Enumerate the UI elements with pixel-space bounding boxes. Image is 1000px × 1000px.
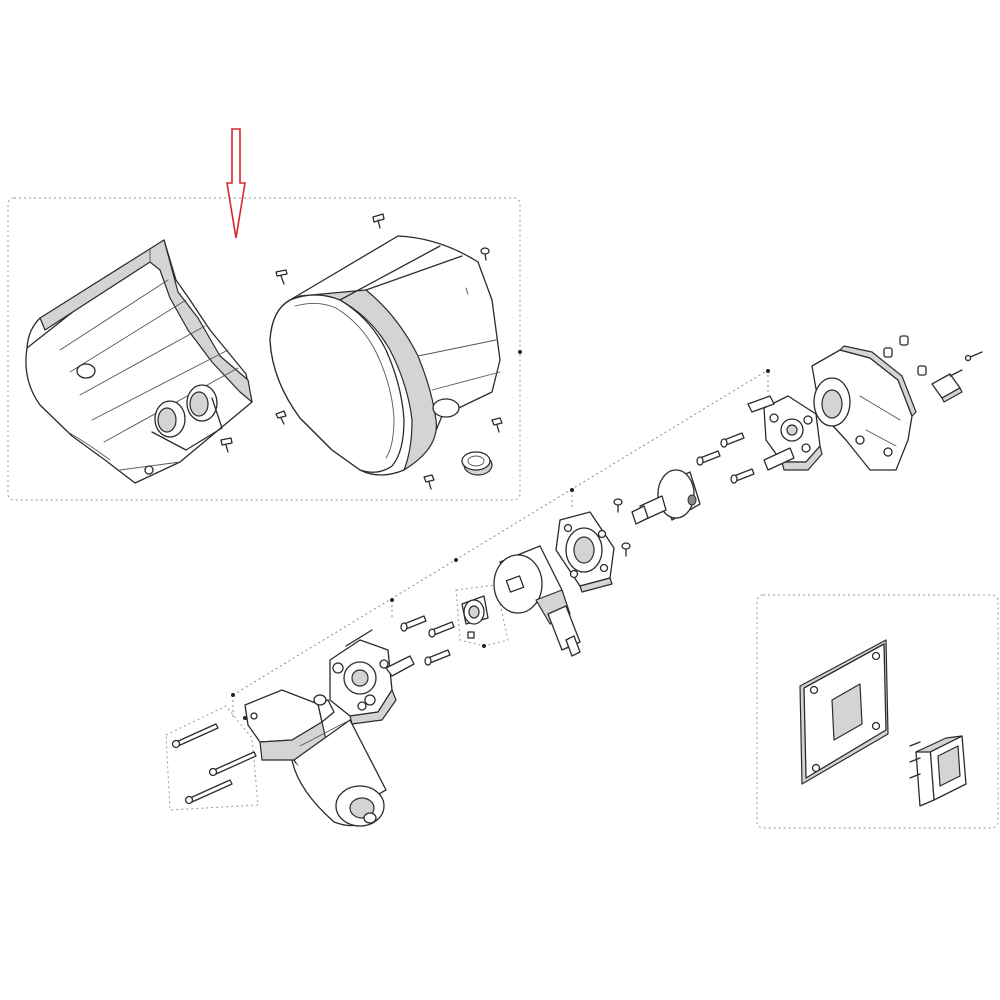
cover-screw-c bbox=[275, 269, 288, 285]
cover-screw-f bbox=[423, 474, 435, 490]
small-screws bbox=[400, 432, 755, 666]
sleeve-bushing bbox=[461, 595, 489, 639]
shaft-disc bbox=[631, 469, 701, 525]
bracket-plate bbox=[747, 395, 823, 471]
drive-motor bbox=[244, 689, 387, 827]
cover-screw-e bbox=[491, 417, 503, 433]
grommet bbox=[461, 451, 493, 476]
flange-ring bbox=[555, 511, 615, 593]
rod-screws-group-box bbox=[165, 705, 259, 811]
indicator-arrow bbox=[226, 128, 246, 239]
front-cover-housing bbox=[269, 235, 501, 476]
rocker-switch bbox=[909, 735, 967, 807]
set-screws bbox=[883, 335, 983, 376]
cover-screw-d bbox=[275, 410, 287, 425]
switch-mounting-plate bbox=[799, 639, 889, 785]
cover-screw-b bbox=[480, 247, 490, 261]
cover-group-box bbox=[7, 197, 521, 501]
cover-screw-a bbox=[372, 213, 385, 229]
coupling-drum bbox=[493, 545, 581, 657]
rear-cover-shell bbox=[25, 239, 253, 484]
rear-gear-housing bbox=[811, 345, 917, 471]
micro-switch bbox=[931, 369, 963, 403]
assembly-axis-main bbox=[232, 369, 769, 696]
gear-plate bbox=[329, 629, 415, 725]
rod-screws bbox=[171, 723, 257, 805]
cover-screw-g bbox=[220, 437, 233, 453]
